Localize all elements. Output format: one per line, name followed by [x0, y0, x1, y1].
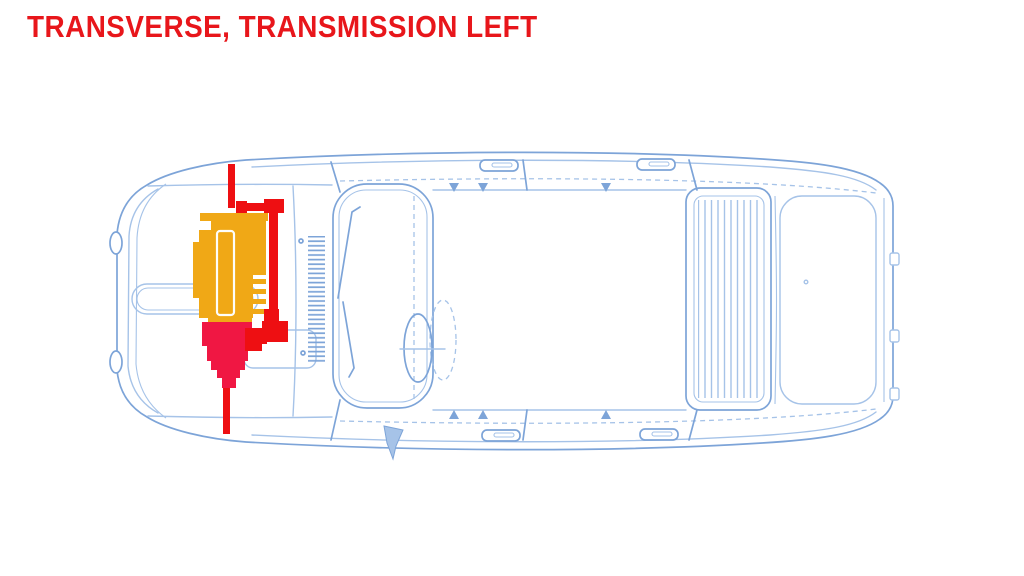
drive-shaft-left [223, 388, 230, 434]
windshield-outer [332, 183, 434, 409]
sill-dashed-top [339, 178, 877, 194]
bumper-guard-bottom [109, 350, 123, 374]
transmission-highlight [202, 322, 252, 388]
shift-linkage-bar [246, 203, 268, 211]
cowl-dot-top [298, 238, 304, 244]
door-lock-markers [449, 183, 611, 419]
c-pillar-bottom [688, 409, 698, 441]
wiper-left [337, 206, 361, 299]
bumper-guard-top [109, 231, 123, 255]
a-pillar-top [330, 161, 341, 193]
front-bumper-line-outer [127, 188, 159, 414]
door-handle [639, 428, 679, 441]
a-pillar-bottom [330, 399, 341, 441]
fender-line-top [147, 183, 333, 187]
steering-hidden-outline [429, 299, 457, 381]
door-handles [479, 158, 679, 442]
diagram-title: TRANSVERSE, TRANSMISSION LEFT [27, 9, 538, 44]
engine-main-block [199, 230, 253, 318]
trunk-keyhole [803, 279, 809, 285]
side-mirror [383, 425, 404, 461]
engine-fin [253, 289, 266, 294]
cowl-vent-hatch [308, 236, 325, 364]
trunk-lid [779, 195, 877, 405]
sill-dashed-bottom [339, 408, 877, 424]
b-pillar-bottom [522, 409, 528, 441]
pillar-marks [330, 159, 698, 441]
trunk-gap-line [774, 195, 778, 405]
engine-fin [253, 299, 266, 304]
front-bumper-line-inner [135, 183, 167, 419]
b-pillar-top [522, 159, 528, 191]
engine-top-rail [200, 213, 268, 221]
wiper-right [342, 301, 355, 378]
rear-window-defroster-lines [698, 200, 761, 398]
rear-window-outer [685, 187, 772, 411]
car-blueprint [109, 151, 900, 461]
driveline-highlight [223, 164, 288, 434]
door-handle [636, 158, 676, 171]
engine-block-highlight [193, 213, 268, 324]
engine-fin [253, 309, 266, 314]
engine-fin [253, 279, 266, 284]
rear-window-inner [693, 195, 765, 403]
hood-rear-edge [292, 185, 297, 417]
c-pillar-top [688, 159, 698, 191]
fender-line-bottom [147, 415, 333, 419]
rear-bumper-tabs [889, 252, 900, 401]
cowl-dot-bottom [300, 350, 306, 356]
drive-shaft-right [228, 164, 235, 208]
valve-cover-slot [215, 229, 236, 317]
steering-wheel [403, 313, 433, 383]
linkage-rod [269, 213, 278, 312]
door-handle [479, 159, 519, 172]
door-handle [481, 429, 521, 442]
